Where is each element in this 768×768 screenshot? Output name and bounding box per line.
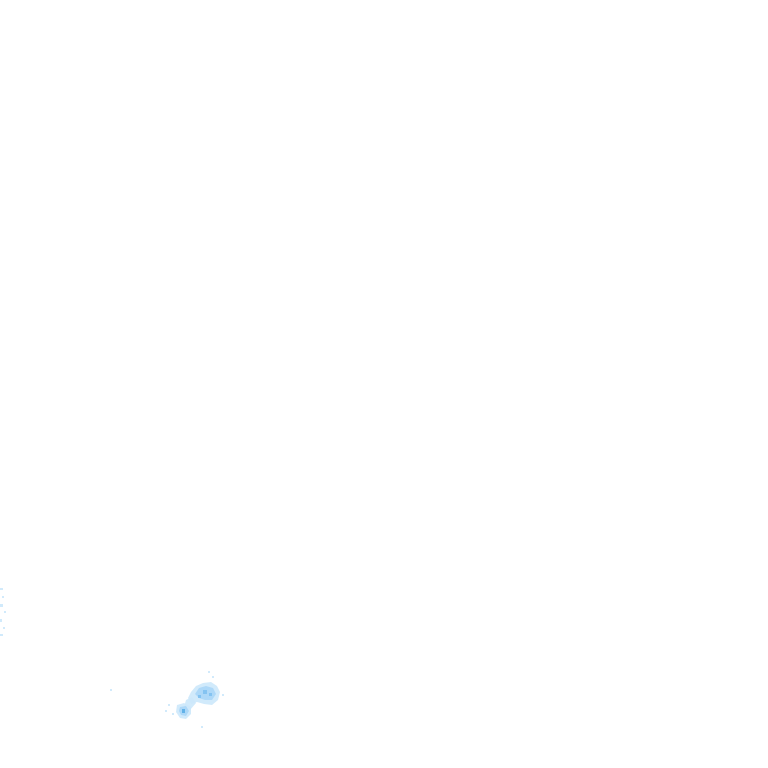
echo-speck	[0, 619, 2, 622]
echo-speck	[165, 710, 167, 712]
echo-speck	[2, 596, 4, 598]
echo-speck	[212, 676, 214, 678]
echo-speck	[3, 627, 5, 629]
echo-speck	[0, 634, 3, 636]
precipitation-cluster	[110, 671, 224, 728]
left-edge-echoes	[0, 588, 6, 636]
echo-speck	[172, 713, 174, 715]
echo-cell	[182, 709, 185, 713]
echo-speck	[4, 611, 6, 613]
echo-cell	[203, 690, 207, 694]
echo-speck	[222, 694, 224, 696]
echo-speck	[110, 689, 112, 691]
echo-speck	[168, 704, 170, 706]
echo-speck	[208, 671, 210, 673]
echo-cell	[209, 693, 212, 696]
echo-speck	[201, 726, 203, 728]
echo-cell	[198, 695, 201, 698]
echo-speck	[0, 588, 3, 590]
echo-speck	[0, 604, 3, 607]
